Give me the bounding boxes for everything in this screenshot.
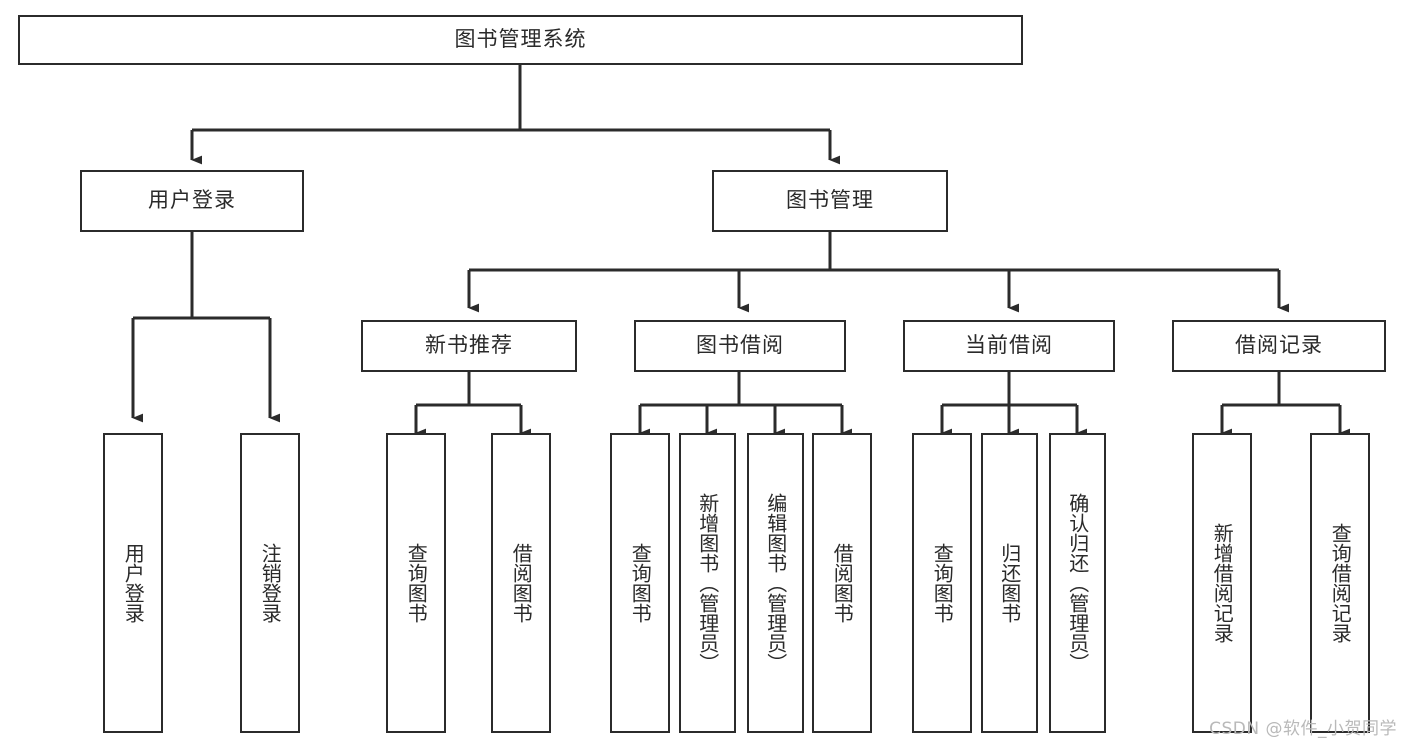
leaf-confirm-return-label: 确认归还（管理员） (1065, 493, 1090, 673)
leaf-borrow-book-2[interactable]: 借阅图书 (812, 433, 872, 733)
leaf-query-book-3[interactable]: 查询图书 (912, 433, 972, 733)
node-book-borrow-label: 图书借阅 (696, 333, 784, 358)
leaf-borrow-book-1[interactable]: 借阅图书 (491, 433, 551, 733)
node-borrow-record[interactable]: 借阅记录 (1172, 320, 1386, 372)
node-user-login-label: 用户登录 (148, 188, 236, 213)
leaf-logout-login[interactable]: 注销登录 (240, 433, 300, 733)
node-root[interactable]: 图书管理系统 (18, 15, 1023, 65)
leaf-add-record-label: 新增借阅记录 (1210, 523, 1235, 643)
leaf-edit-book-label: 编辑图书（管理员） (763, 493, 788, 673)
leaf-borrow-book-1-label: 借阅图书 (509, 543, 534, 623)
leaf-query-book-3-label: 查询图书 (930, 543, 955, 623)
leaf-logout-login-label: 注销登录 (258, 543, 283, 623)
leaf-add-book-label: 新增图书（管理员） (695, 493, 720, 673)
node-book-manage[interactable]: 图书管理 (712, 170, 948, 232)
csdn-watermark: CSDN @软件_小贺同学 (1209, 719, 1397, 739)
leaf-confirm-return[interactable]: 确认归还（管理员） (1049, 433, 1106, 733)
leaf-user-login-label: 用户登录 (121, 543, 146, 623)
node-root-label: 图书管理系统 (454, 27, 587, 52)
leaf-borrow-book-2-label: 借阅图书 (830, 543, 855, 623)
leaf-query-book-2[interactable]: 查询图书 (610, 433, 670, 733)
leaf-query-record-label: 查询借阅记录 (1328, 523, 1353, 643)
leaf-query-book-2-label: 查询图书 (628, 543, 653, 623)
leaf-return-book-label: 归还图书 (997, 543, 1022, 623)
node-new-book-recommend[interactable]: 新书推荐 (361, 320, 577, 372)
leaf-edit-book[interactable]: 编辑图书（管理员） (747, 433, 804, 733)
node-book-manage-label: 图书管理 (786, 188, 874, 213)
leaf-user-login[interactable]: 用户登录 (103, 433, 163, 733)
leaf-query-book-1-label: 查询图书 (404, 543, 429, 623)
leaf-return-book[interactable]: 归还图书 (981, 433, 1038, 733)
node-new-book-recommend-label: 新书推荐 (425, 333, 513, 358)
node-book-borrow[interactable]: 图书借阅 (634, 320, 846, 372)
leaf-query-record[interactable]: 查询借阅记录 (1310, 433, 1370, 733)
node-user-login[interactable]: 用户登录 (80, 170, 304, 232)
leaf-query-book-1[interactable]: 查询图书 (386, 433, 446, 733)
node-current-borrow[interactable]: 当前借阅 (903, 320, 1115, 372)
leaf-add-record[interactable]: 新增借阅记录 (1192, 433, 1252, 733)
node-current-borrow-label: 当前借阅 (965, 333, 1053, 358)
node-borrow-record-label: 借阅记录 (1235, 333, 1323, 358)
leaf-add-book[interactable]: 新增图书（管理员） (679, 433, 736, 733)
